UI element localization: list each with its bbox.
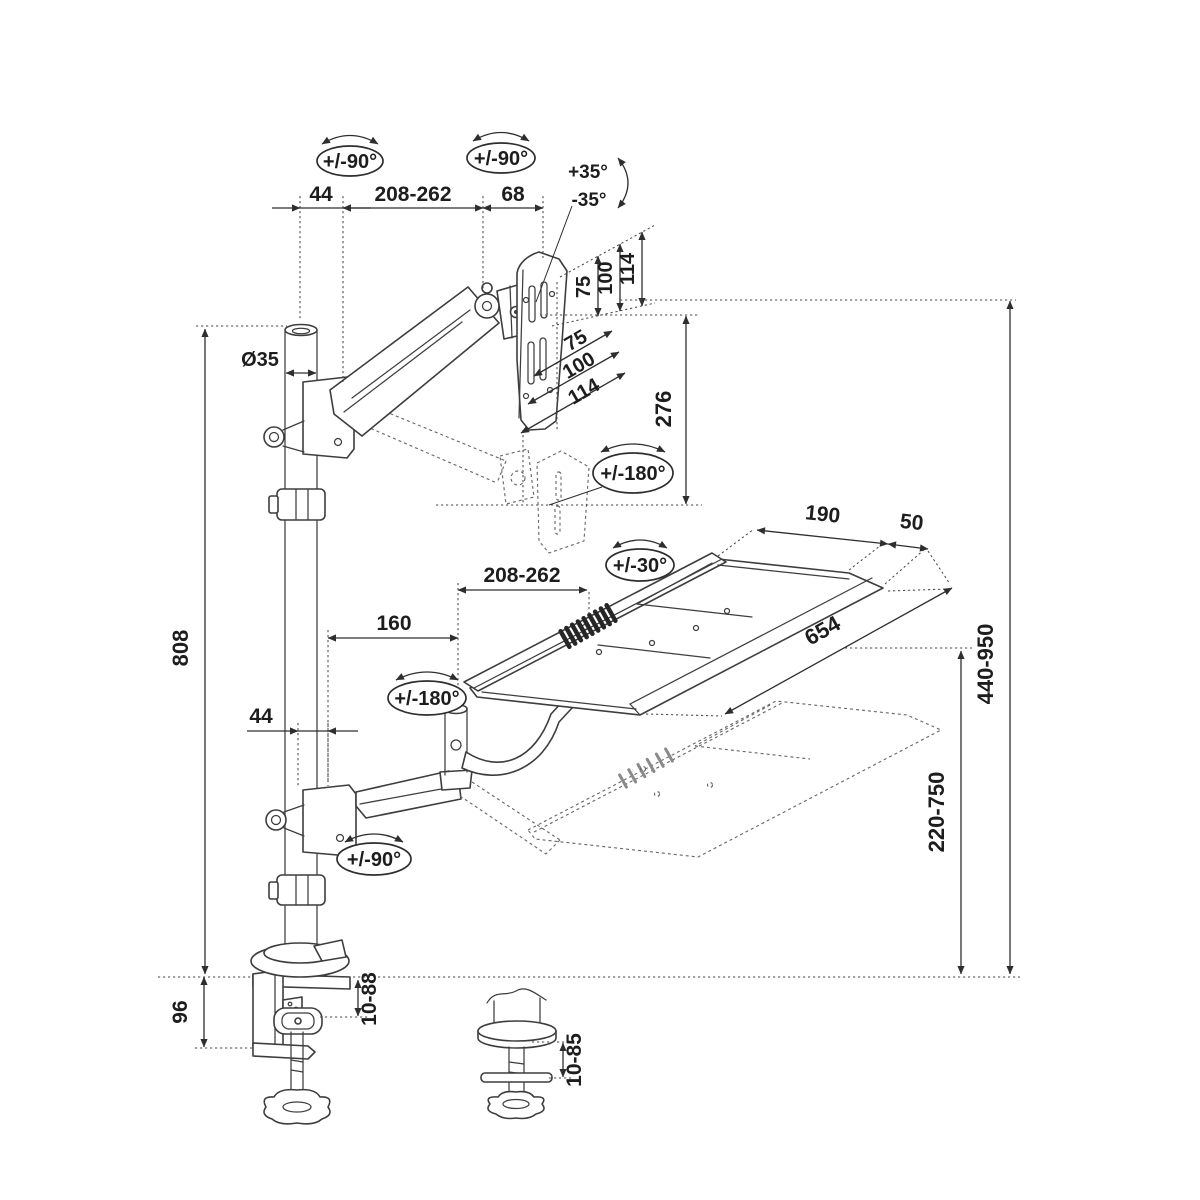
dim-tilt-range: +35° -35° — [535, 157, 629, 303]
clamp-knob — [263, 1088, 331, 1125]
pole-collar-upper — [268, 488, 326, 521]
grommet-lower-plate — [480, 1072, 553, 1083]
tray-depth-rear-label: 190 — [804, 501, 841, 528]
pole-height-label: 808 — [168, 630, 193, 667]
vesa-proj-114-label: 114 — [617, 252, 639, 285]
tray-depth-front-label: 50 — [899, 510, 925, 535]
pole-swivel-label: +/-90° — [323, 151, 377, 173]
dim-clamp-bracket: 96 — [169, 976, 253, 1049]
tray-arm-pole-clamp — [265, 784, 357, 857]
pole-diameter-label: Ø35 — [241, 349, 279, 371]
dim-reach-top-label: 208-262 — [374, 183, 451, 206]
tray-arm-swivel-label: +/-90° — [347, 849, 401, 871]
vesa-proj-100-label: 100 — [595, 261, 617, 294]
dim-vesa-vertical: 75 100 114 — [551, 224, 656, 327]
tray-slide-spring — [558, 602, 618, 650]
dim-tray-depth: 190 50 — [717, 501, 951, 585]
dim-offset-bottom: 44 — [247, 705, 358, 788]
tilt-down-label: -35° — [571, 190, 606, 211]
dim-monitor-height-range: 440-950 — [620, 299, 1016, 975]
rotation-tray-swivel: +/-180° — [387, 671, 467, 716]
dim-top-chain: 44 208-262 68 — [272, 183, 544, 382]
monitor-drop-label: 276 — [651, 391, 676, 428]
rotation-pole-swivel: +/-90° — [316, 134, 384, 177]
dim-offset-top-label: 44 — [309, 183, 333, 206]
tray-arm — [355, 699, 574, 855]
offset-bottom-label: 44 — [249, 705, 273, 728]
elbow-swivel-label: +/-90° — [474, 148, 528, 170]
monitor-height-range-label: 440-950 — [973, 624, 998, 705]
grommet-mount — [477, 988, 557, 1120]
dim-monitor-drop: 276 — [436, 314, 702, 506]
rotation-tray-tilt: +/-30° — [605, 539, 675, 582]
grommet-knob — [487, 1090, 545, 1120]
tray-reach-label: 208-262 — [483, 564, 560, 587]
vesa-swivel-label: +/-180° — [600, 463, 665, 485]
ghost-tray-position — [527, 700, 942, 858]
vesa-plate — [516, 251, 568, 431]
rotation-elbow-swivel: +/-90° — [466, 131, 536, 174]
gas-spring-arm — [329, 286, 500, 437]
dim-head-offset-label: 68 — [501, 183, 525, 206]
dim-pole-diameter: Ø35 — [241, 349, 317, 377]
rotation-vesa-swivel: +/-180° — [548, 443, 674, 506]
clamp-bracket-height-label: 96 — [169, 1000, 192, 1023]
tilt-up-label: +35° — [568, 162, 608, 183]
dim-pole-height: 808 — [168, 325, 287, 975]
tray-height-range-label: 220-750 — [924, 772, 949, 853]
tray-swivel-label: +/-180° — [394, 688, 459, 710]
dim-tray-reach: 208-262 — [457, 564, 590, 700]
dim-grommet-range: 10-85 — [532, 1033, 586, 1087]
clamp-desk-range-label: 10-88 — [358, 972, 381, 1026]
tray-tilt-label: +/-30° — [613, 555, 667, 577]
pole-collar-lower — [268, 874, 326, 906]
grommet-desk-range-label: 10-85 — [563, 1033, 586, 1087]
tray-reach-inner-label: 160 — [376, 612, 411, 635]
dim-tray-height-range: 220-750 — [845, 647, 972, 975]
dim-clamp-range: 10-88 — [320, 972, 381, 1026]
rotation-tray-arm-swivel: +/-90° — [336, 833, 412, 876]
vesa-proj-75-label: 75 — [573, 276, 595, 298]
desk-clamp — [250, 939, 351, 1125]
